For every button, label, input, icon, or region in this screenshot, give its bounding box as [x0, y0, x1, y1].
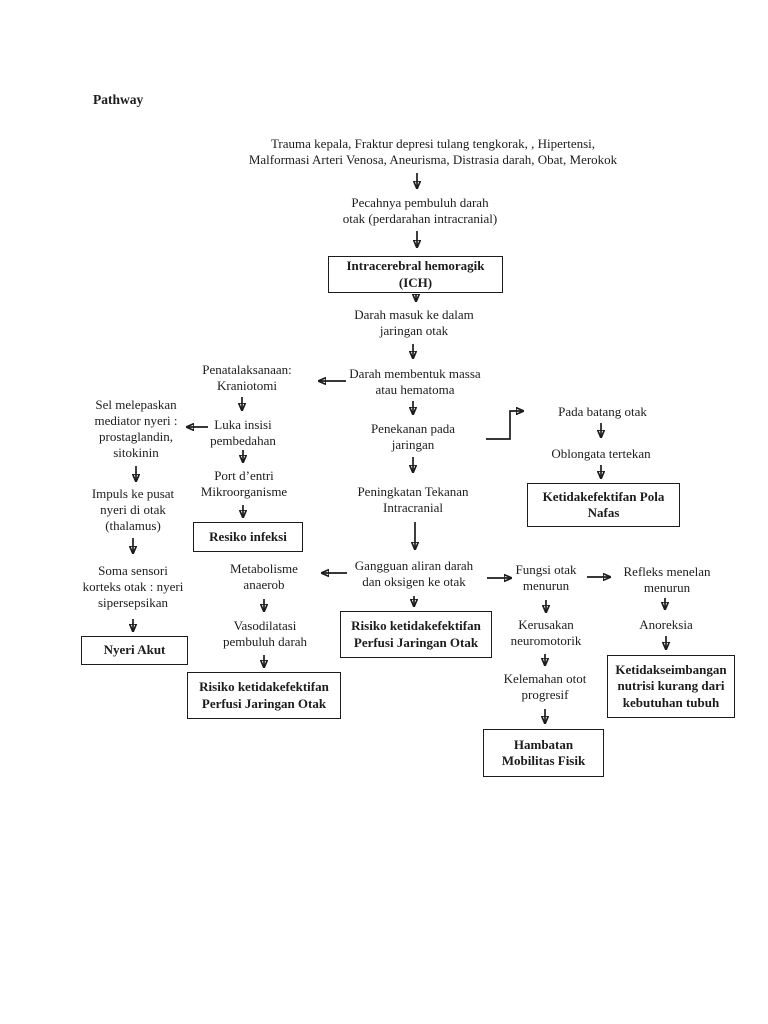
node-penatalaksanaan-kraniotomi: Penatalaksanaan: Kraniotomi — [202, 362, 292, 393]
node-darah-membentuk-massa: Darah membentuk massa atau hematoma — [349, 366, 481, 397]
node-anoreksia: Anoreksia — [639, 617, 693, 632]
node-kerusakan-neuromotorik: Kerusakan neuromotorik — [510, 617, 582, 648]
box-hambatan-mobilitas-fisik: Hambatan Mobilitas Fisik — [483, 729, 604, 777]
node-impuls-thalamus: Impuls ke pusat nyeri di otak (thalamus) — [91, 486, 175, 533]
node-gangguan-aliran-darah: Gangguan aliran darah dan oksigen ke ota… — [354, 558, 474, 589]
node-sel-melepaskan-mediator: Sel melepaskan mediator nyeri : prostagl… — [94, 397, 178, 460]
page-title: Pathway — [93, 92, 144, 107]
node-port-dentri-mikroorganisme: Port d’entri Mikroorganisme — [200, 468, 288, 499]
box-risiko-perfusi-jaringan-otak-center: Risiko ketidakefektifan Perfusi Jaringan… — [340, 611, 492, 658]
arrow-penekanan-to-batang-elbow — [486, 411, 523, 440]
node-pada-batang-otak: Pada batang otak — [558, 404, 647, 419]
node-kelemahan-otot-progresif: Kelemahan otot progresif — [503, 671, 587, 702]
node-oblongata-tertekan: Oblongata tertekan — [551, 446, 651, 461]
node-luka-insisi: Luka insisi pembedahan — [210, 417, 276, 448]
node-metabolisme-anaerob: Metabolisme anaerob — [230, 561, 298, 592]
node-pecahnya-pembuluh-darah: Pecahnya pembuluh darah otak (perdarahan… — [342, 195, 498, 226]
box-resiko-infeksi: Resiko infeksi — [193, 522, 303, 552]
node-soma-sensori: Soma sensori korteks otak : nyeri sipers… — [82, 563, 184, 610]
node-refleks-menelan-menurun: Refleks menelan menurun — [623, 564, 711, 595]
box-intracerebral-hemoragik: Intracerebral hemoragik (ICH) — [328, 256, 503, 293]
node-trauma-causes: Trauma kepala, Fraktur depresi tulang te… — [248, 136, 618, 167]
box-nyeri-akut: Nyeri Akut — [81, 636, 188, 665]
node-fungsi-otak-menurun: Fungsi otak menurun — [515, 562, 577, 593]
box-risiko-perfusi-jaringan-otak-left: Risiko ketidakefektifan Perfusi Jaringan… — [187, 672, 341, 719]
node-vasodilatasi-pembuluh-darah: Vasodilatasi pembuluh darah — [222, 618, 308, 649]
node-peningkatan-tekanan-intracranial: Peningkatan Tekanan Intracranial — [357, 484, 469, 515]
node-darah-masuk: Darah masuk ke dalam jaringan otak — [354, 307, 474, 338]
box-ketidakefektifan-pola-nafas: Ketidakefektifan Pola Nafas — [527, 483, 680, 527]
node-penekanan-jaringan: Penekanan pada jaringan — [370, 421, 456, 452]
box-ketidakseimbangan-nutrisi: Ketidakseimbangan nutrisi kurang dari ke… — [607, 655, 735, 718]
